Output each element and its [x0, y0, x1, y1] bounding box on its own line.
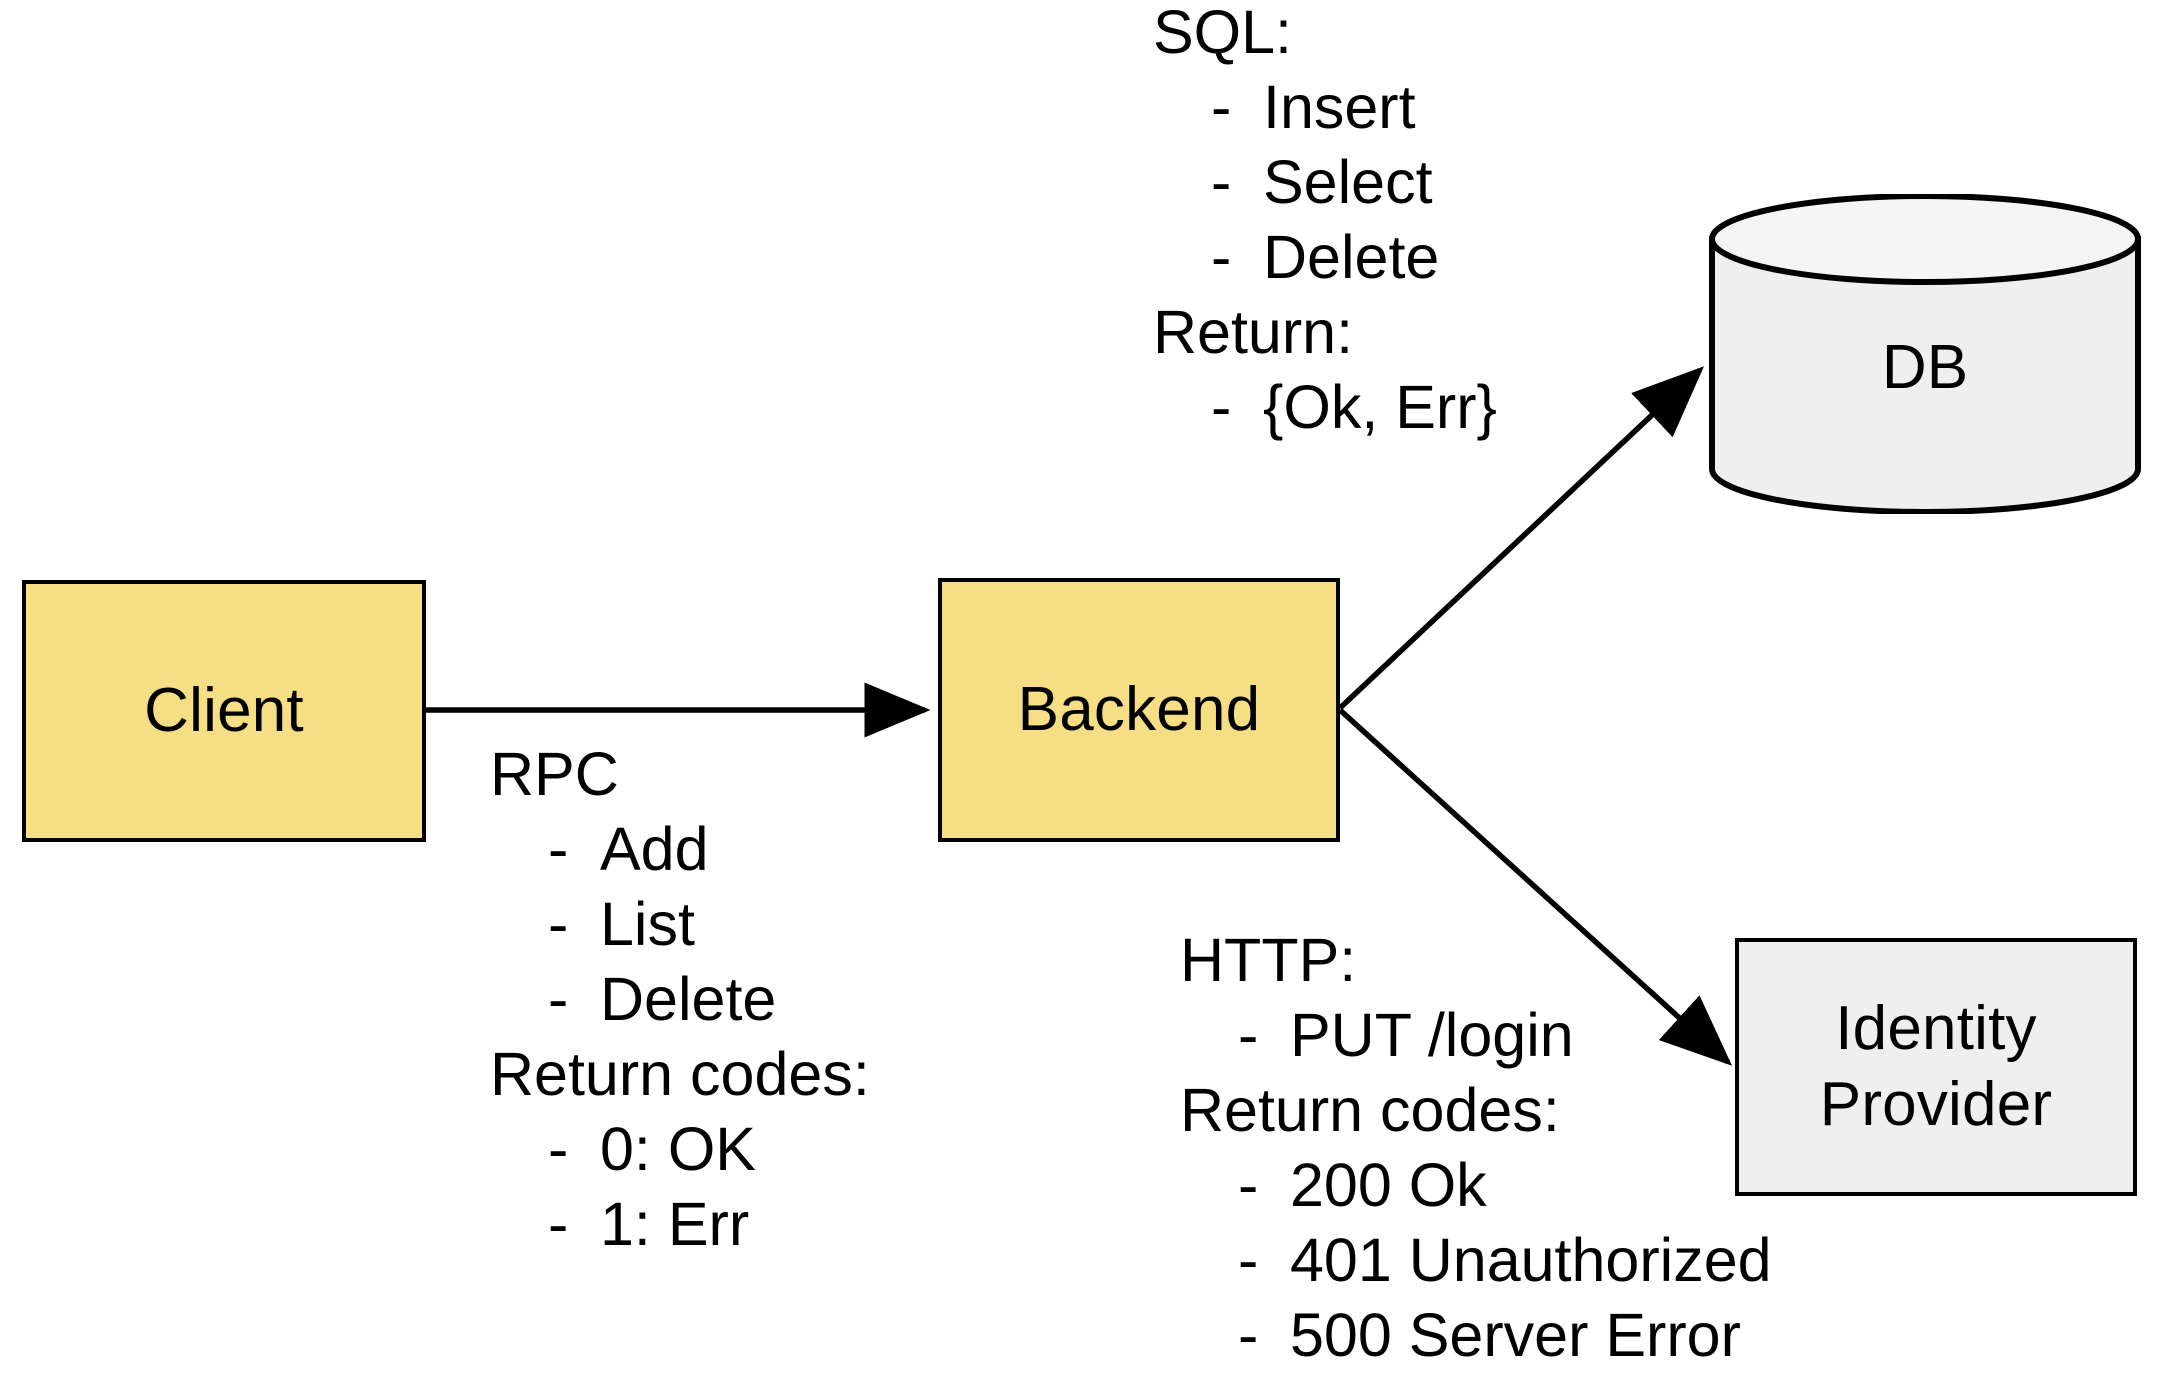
list-item: -PUT /login — [1180, 1005, 1772, 1066]
list-item: -1: Err — [490, 1194, 870, 1255]
list-item-label: {Ok, Err} — [1263, 373, 1497, 441]
annotation-rpc-operations: -Add -List -Delete — [490, 819, 870, 1030]
annotation-http: HTTP: -PUT /login Return codes: -200 Ok … — [1180, 930, 1772, 1380]
list-item: -401 Unauthorized — [1180, 1230, 1772, 1291]
bullet-dash: - — [1211, 148, 1232, 216]
list-item: -Select — [1153, 152, 1497, 213]
annotation-rpc-return-header: Return codes: — [490, 1040, 870, 1108]
bullet-dash: - — [1211, 73, 1232, 141]
annotation-http-return-header: Return codes: — [1180, 1076, 1560, 1144]
list-item-label: List — [600, 890, 695, 958]
list-item: -Delete — [1153, 227, 1497, 288]
node-backend-label: Backend — [1017, 675, 1261, 745]
node-idp-label-line1: Identity — [1835, 994, 2037, 1064]
annotation-http-operations: -PUT /login — [1180, 1005, 1772, 1066]
node-db[interactable]: DB — [1708, 194, 2142, 514]
list-item: -Delete — [490, 969, 870, 1030]
list-item-label: Insert — [1263, 73, 1416, 141]
node-identity-provider-label: Identity Provider — [1820, 991, 2052, 1142]
bullet-dash: - — [548, 965, 569, 1033]
bullet-dash: - — [1211, 373, 1232, 441]
annotation-http-returns: -200 Ok -401 Unauthorized -500 Server Er… — [1180, 1155, 1772, 1366]
list-item-label: Delete — [600, 965, 777, 1033]
bullet-dash: - — [1238, 1151, 1259, 1219]
node-client[interactable]: Client — [22, 580, 426, 842]
list-item-label: 1: Err — [600, 1190, 750, 1258]
list-item: -500 Server Error — [1180, 1305, 1772, 1366]
bullet-dash: - — [1238, 1226, 1259, 1294]
bullet-dash: - — [548, 1190, 569, 1258]
annotation-sql-header: SQL: — [1153, 0, 1293, 66]
list-item: -Insert — [1153, 77, 1497, 138]
node-client-label: Client — [144, 676, 304, 746]
bullet-dash: - — [1211, 223, 1232, 291]
bullet-dash: - — [548, 890, 569, 958]
bullet-dash: - — [548, 815, 569, 883]
annotation-rpc-returns: -0: OK -1: Err — [490, 1119, 870, 1255]
list-item: -List — [490, 894, 870, 955]
node-identity-provider[interactable]: Identity Provider — [1735, 938, 2137, 1196]
annotation-sql-return-header: Return: — [1153, 298, 1354, 366]
list-item-label: 200 Ok — [1290, 1151, 1487, 1219]
list-item: -0: OK — [490, 1119, 870, 1180]
annotation-sql-operations: -Insert -Select -Delete — [1153, 77, 1497, 288]
list-item-label: 500 Server Error — [1290, 1301, 1741, 1369]
list-item-label: Add — [600, 815, 709, 883]
list-item: -200 Ok — [1180, 1155, 1772, 1216]
annotation-sql: SQL: -Insert -Select -Delete Return: -{O… — [1153, 2, 1497, 452]
annotation-http-header: HTTP: — [1180, 926, 1357, 994]
database-cylinder-icon — [1709, 194, 2141, 514]
node-backend[interactable]: Backend — [938, 578, 1340, 842]
list-item: -Add — [490, 819, 870, 880]
annotation-sql-returns: -{Ok, Err} — [1153, 377, 1497, 438]
list-item-label: PUT /login — [1290, 1001, 1574, 1069]
list-item-label: 0: OK — [600, 1115, 756, 1183]
node-idp-label-line2: Provider — [1819, 1070, 2053, 1139]
annotation-rpc-header: RPC — [490, 740, 619, 808]
list-item: -{Ok, Err} — [1153, 377, 1497, 438]
bullet-dash: - — [1238, 1001, 1259, 1069]
bullet-dash: - — [1238, 1301, 1259, 1369]
annotation-rpc: RPC -Add -List -Delete Return codes: -0:… — [490, 744, 870, 1269]
list-item-label: Select — [1263, 148, 1433, 216]
list-item-label: 401 Unauthorized — [1290, 1226, 1772, 1294]
list-item-label: Delete — [1263, 223, 1440, 291]
bullet-dash: - — [548, 1115, 569, 1183]
